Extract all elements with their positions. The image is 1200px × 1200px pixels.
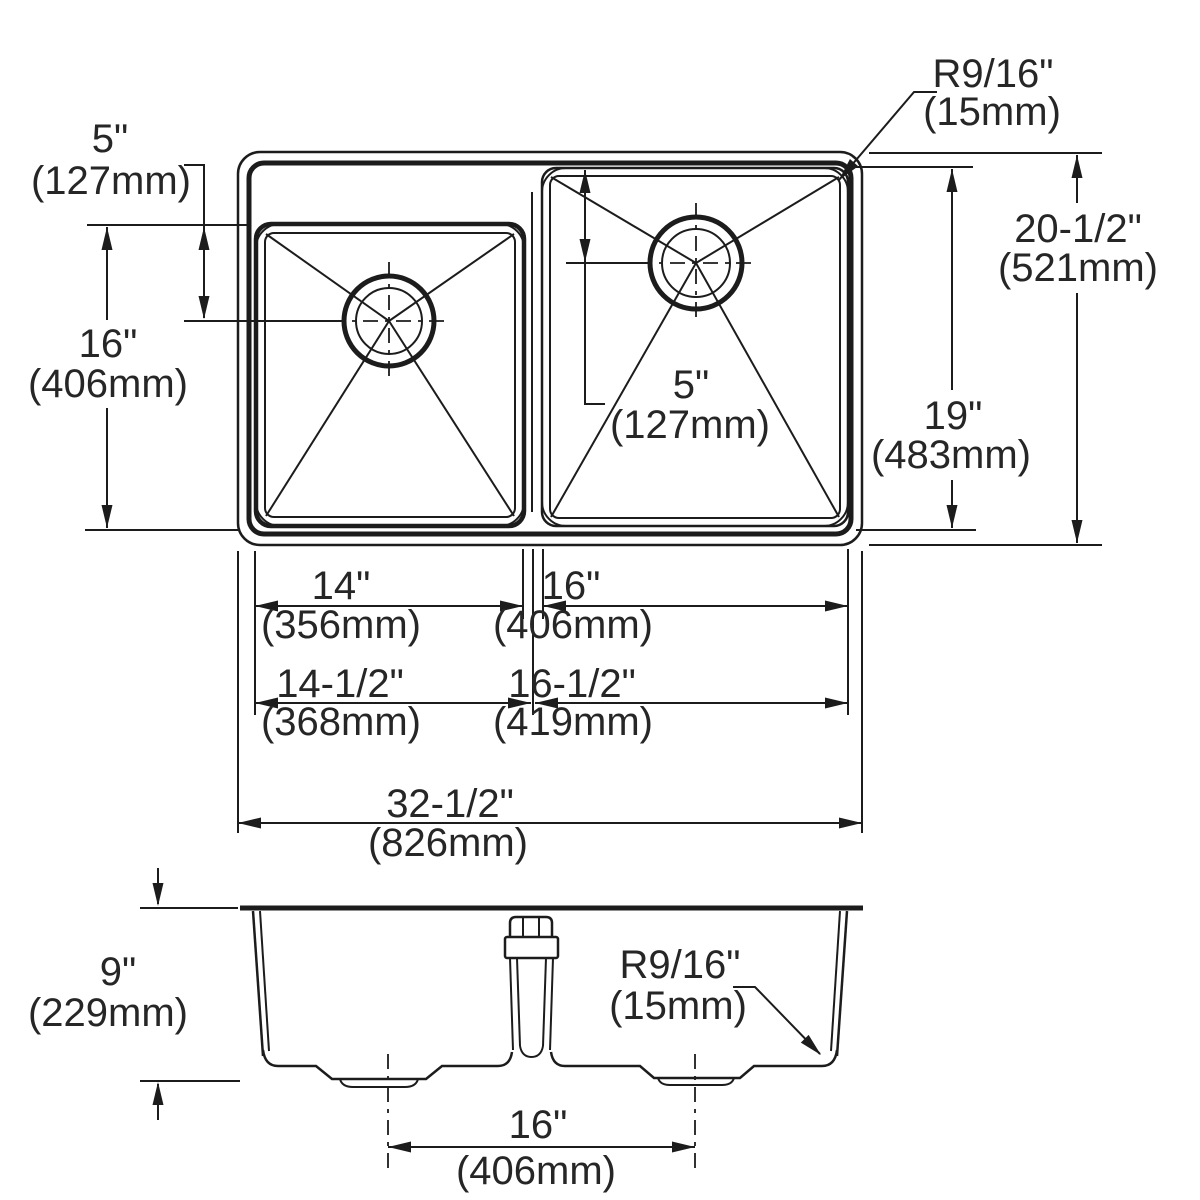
- dim-overall-depth-in: 20-1/2": [1014, 207, 1142, 251]
- plan-bottom-dimensions: [237, 549, 863, 833]
- dim-offset-left-in: 5": [92, 117, 128, 161]
- dim-right-bowl-width-in: 16": [542, 564, 601, 608]
- plan-right-bowl-offset-dimension: [566, 170, 652, 405]
- dim-left-bowl-width-in: 14": [312, 564, 371, 608]
- dim-left-bowl-length-mm: (406mm): [28, 362, 188, 406]
- dim-front-corner-radius-in: R9/16": [620, 943, 741, 987]
- plan-right-drain: [637, 203, 755, 322]
- plan-view: 5" (127mm) 16" (406mm) R9/16" (15mm) 20-…: [28, 52, 1158, 865]
- dim-drain-centers-mm: (406mm): [456, 1149, 616, 1193]
- dim-overall-width-mm: (826mm): [368, 821, 528, 865]
- front-dimensions: [140, 868, 821, 1168]
- front-view: 9" (229mm) R9/16" (15mm) 16" (406mm): [28, 868, 863, 1193]
- dim-offset-right-in: 5": [673, 363, 709, 407]
- dim-right-bowl-length-mm: (483mm): [871, 433, 1031, 477]
- dim-corner-radius-mm: (15mm): [923, 90, 1061, 134]
- dim-offset-right-mm: (127mm): [610, 403, 770, 447]
- dim-overall-width-in: 32-1/2": [386, 782, 514, 826]
- dim-overall-depth-mm: (521mm): [998, 246, 1158, 290]
- dim-corner-radius-in: R9/16": [933, 52, 1054, 96]
- plan-sink-outline: [236, 150, 864, 547]
- plan-left-drain: [330, 262, 448, 380]
- dim-depth-mm: (229mm): [28, 991, 188, 1035]
- dim-right-bowl-length-in: 19": [924, 394, 983, 438]
- dim-left-bowl-center-in: 14-1/2": [276, 662, 404, 706]
- dim-left-bowl-length-in: 16": [79, 322, 138, 366]
- dim-left-bowl-center-mm: (368mm): [261, 700, 421, 744]
- dim-drain-centers-in: 16": [509, 1103, 568, 1147]
- dim-left-bowl-width-mm: (356mm): [261, 603, 421, 647]
- plan-left-bowl: [253, 221, 527, 529]
- dim-right-bowl-center-in: 16-1/2": [508, 662, 636, 706]
- front-divider-profile: [503, 915, 560, 1059]
- plan-left-dimensions: [85, 164, 346, 531]
- dim-depth-in: 9": [100, 950, 136, 994]
- front-sink-outline: [240, 905, 863, 1088]
- dim-right-bowl-center-mm: (419mm): [493, 700, 653, 744]
- dim-offset-left-mm: (127mm): [31, 159, 191, 203]
- plan-right-dimensions: [838, 91, 1102, 546]
- dim-front-corner-radius-mm: (15mm): [609, 984, 747, 1028]
- dim-right-bowl-width-mm: (406mm): [493, 603, 653, 647]
- plan-right-bowl: [540, 166, 850, 528]
